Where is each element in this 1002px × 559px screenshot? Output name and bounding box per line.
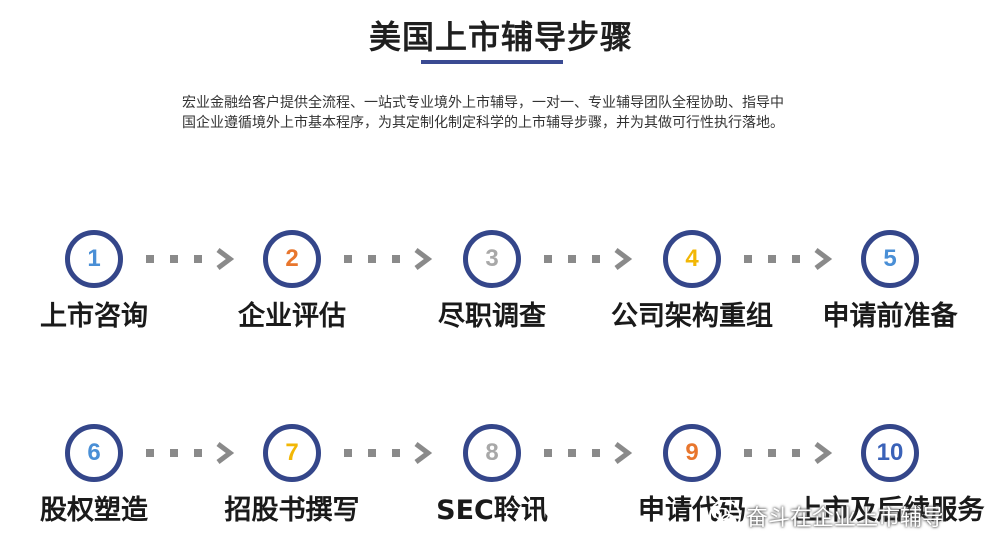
arrow-2-3 bbox=[344, 244, 434, 274]
watermark: 奋斗在企业上市辅导 bbox=[708, 498, 944, 534]
arrow-7-8 bbox=[344, 438, 434, 468]
step-number-circle: 1 bbox=[65, 230, 123, 288]
chevron-right-icon bbox=[814, 442, 833, 464]
arrow-3-4 bbox=[544, 244, 634, 274]
watermark-text: 奋斗在企业上市辅导 bbox=[746, 506, 945, 531]
step-number-circle: 9 bbox=[663, 424, 721, 482]
chevron-right-icon bbox=[216, 442, 235, 464]
chevron-right-icon bbox=[414, 248, 433, 270]
step-number-circle: 5 bbox=[861, 230, 919, 288]
chevron-right-icon bbox=[814, 248, 833, 270]
step-number-circle: 2 bbox=[263, 230, 321, 288]
title-underline bbox=[421, 60, 563, 64]
step-label: 招股书撰写 bbox=[224, 495, 360, 526]
step-8: 8 SEC聆讯 bbox=[392, 424, 592, 527]
step-number-circle: 3 bbox=[463, 230, 521, 288]
step-number-circle: 8 bbox=[463, 424, 521, 482]
step-number-circle: 6 bbox=[65, 424, 123, 482]
step-number-circle: 7 bbox=[263, 424, 321, 482]
chevron-right-icon bbox=[614, 442, 633, 464]
step-7: 7 招股书撰写 bbox=[192, 424, 392, 527]
step-5: 5 申请前准备 bbox=[790, 230, 990, 333]
description-line-1: 宏业金融给客户提供全流程、一站式专业境外上市辅导，一对一、专业辅导团队全程协助、… bbox=[182, 95, 784, 111]
arrow-8-9 bbox=[544, 438, 634, 468]
step-label: 尽职调查 bbox=[438, 301, 546, 332]
step-3: 3 尽职调查 bbox=[392, 230, 592, 333]
chevron-right-icon bbox=[414, 442, 433, 464]
step-label: 上市及后续服务 bbox=[795, 495, 985, 526]
description: 宏业金融给客户提供全流程、一站式专业境外上市辅导，一对一、专业辅导团队全程协助、… bbox=[182, 93, 882, 133]
step-label: 企业评估 bbox=[238, 301, 346, 332]
step-1: 1 上市咨询 bbox=[0, 230, 194, 333]
wechat-icon bbox=[709, 500, 741, 532]
step-label: 上市咨询 bbox=[40, 301, 148, 332]
arrow-1-2 bbox=[146, 244, 236, 274]
description-line-2: 国企业遵循境外上市基本程序，为其定制化制定科学的上市辅导步骤，并为其做可行性执行… bbox=[182, 115, 784, 131]
step-6: 6 股权塑造 bbox=[0, 424, 194, 527]
step-number-circle: 4 bbox=[663, 230, 721, 288]
step-10: 10 上市及后续服务 bbox=[790, 424, 990, 527]
step-label: SEC聆讯 bbox=[436, 495, 548, 526]
arrow-9-10 bbox=[744, 438, 834, 468]
step-label: 申请前准备 bbox=[822, 301, 958, 332]
step-2: 2 企业评估 bbox=[192, 230, 392, 333]
step-number-circle: 10 bbox=[861, 424, 919, 482]
page-title: 美国上市辅导步骤 bbox=[368, 18, 633, 56]
arrow-4-5 bbox=[744, 244, 834, 274]
step-label: 公司架构重组 bbox=[611, 301, 773, 332]
step-9: 9 申请代码 bbox=[592, 424, 792, 527]
step-label: 股权塑造 bbox=[40, 495, 148, 526]
chevron-right-icon bbox=[216, 248, 235, 270]
step-4: 4 公司架构重组 bbox=[592, 230, 792, 333]
arrow-6-7 bbox=[146, 438, 236, 468]
chevron-right-icon bbox=[614, 248, 633, 270]
